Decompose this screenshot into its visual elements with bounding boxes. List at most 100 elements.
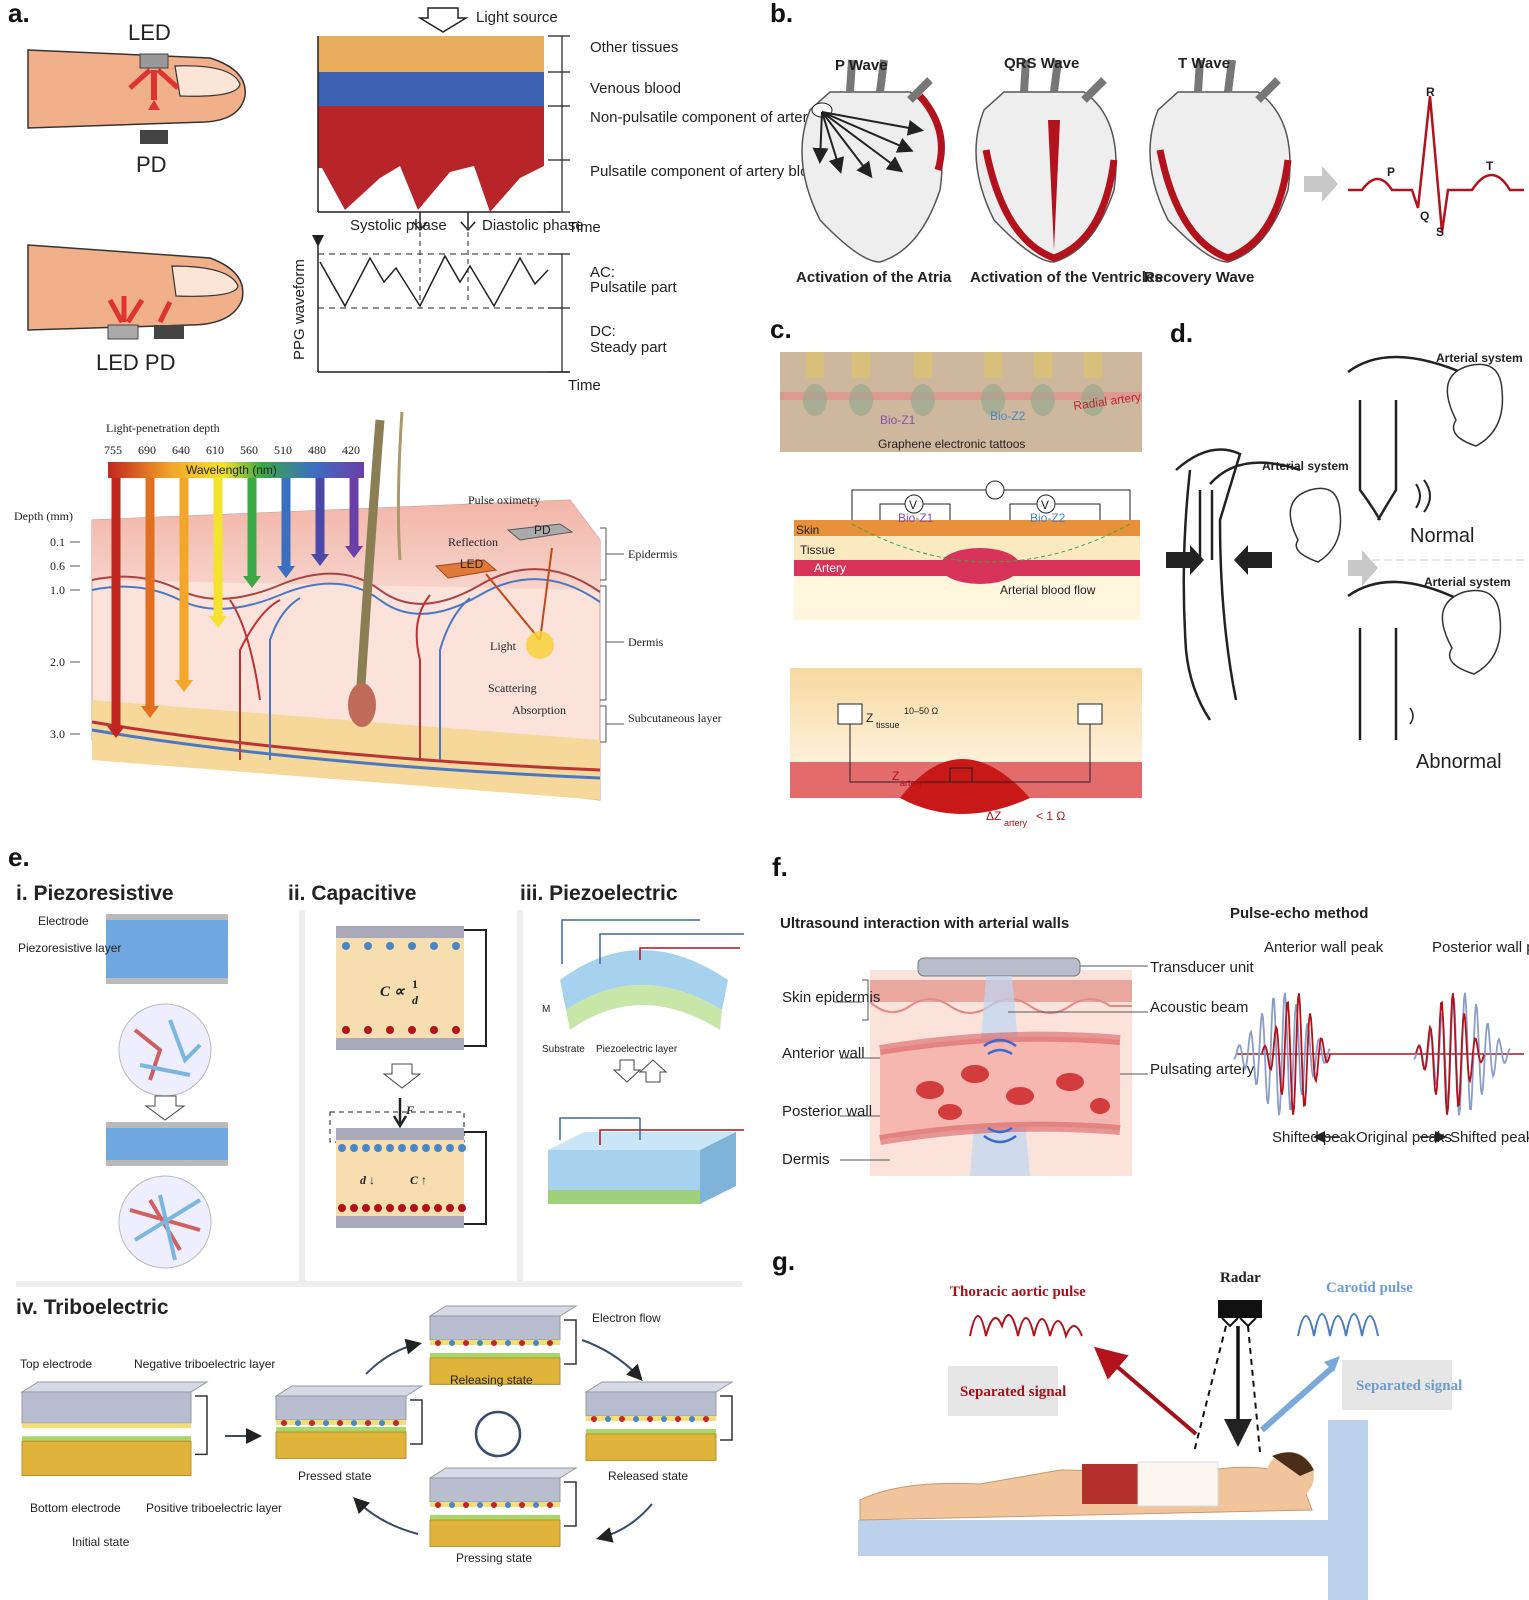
z-tissue-sub: tissue <box>876 720 900 730</box>
force-label: F <box>405 1103 414 1117</box>
c-d: d <box>412 993 419 1007</box>
shifted-left: Shifted peak <box>1272 1129 1356 1146</box>
tribo-stack-2 <box>428 1305 578 1385</box>
charge-minus-top <box>452 1026 460 1034</box>
charge-minus-bottom <box>422 1204 430 1212</box>
substrate-label: Substrate <box>542 1044 585 1055</box>
finger-top: LED PD <box>27 20 246 177</box>
z-artery-sub: artery <box>900 778 924 788</box>
panel-c: c. Bio-Z1 Bio-Z2 Radial artery Graphene … <box>770 314 1142 828</box>
charge-minus-top <box>430 1026 438 1034</box>
echo-burst <box>1415 993 1485 1115</box>
charge-plus-bottom <box>434 1144 442 1152</box>
panel-b-label: b. <box>770 0 793 28</box>
layer-pulsatile <box>318 160 544 212</box>
m-label: M <box>542 1004 550 1015</box>
dc-label: DC: <box>590 323 616 340</box>
flow-label: Arterial blood flow <box>1000 583 1096 597</box>
e-iii-title: iii. Piezoelectric <box>520 882 678 905</box>
panel-g: g. Thoracic aortic pulse Radar Carotid p… <box>772 1246 1462 1600</box>
charge-minus-bottom <box>458 1204 466 1212</box>
d-down: d ↓ <box>360 1173 375 1187</box>
c-skin <box>794 520 1140 536</box>
releasing-label: Releasing state <box>450 1373 533 1387</box>
wavelength-arrowhead-560 <box>243 576 261 588</box>
panel-d: d. Arterial system Arterial system Arter… <box>1166 318 1528 773</box>
ecg-p: P <box>1387 165 1395 179</box>
subcutaneous-label: Subcutaneous layer <box>628 711 722 725</box>
capacitive: C ∝ 1 d F d ↓ C ↑ <box>329 926 487 1228</box>
dz-sub: artery <box>1004 818 1028 828</box>
charge-minus-top <box>408 1026 416 1034</box>
pressed-label: Pressed state <box>298 1469 372 1483</box>
acoustic-label: Acoustic beam <box>1150 999 1248 1016</box>
tribo-stack-3 <box>584 1381 734 1461</box>
ecg-trace: R P T Q S <box>1348 85 1524 239</box>
layer-other-tissues <box>318 36 544 72</box>
layer-venous <box>318 72 544 106</box>
arterial-3: Arterial system <box>1424 575 1511 589</box>
c-tissue-label: Tissue <box>800 543 835 557</box>
abnormal-label: Abnormal <box>1416 751 1502 773</box>
tattoo-strip-1 <box>852 352 870 378</box>
tattoos-label: Graphene electronic tattoos <box>878 437 1025 451</box>
bio-z1-photo: Bio-Z1 <box>880 413 916 427</box>
tattoo-strip-0 <box>806 352 824 378</box>
charge-plus-top <box>364 942 372 950</box>
echo-waveform <box>1233 992 1524 1143</box>
bottom-electrode-label: Bottom electrode <box>30 1501 121 1515</box>
wavelength-arrowhead-420 <box>345 546 363 558</box>
shifted-right: Shifted peak <box>1450 1129 1529 1146</box>
charge-minus-bottom <box>338 1204 346 1212</box>
wave-title-0: P Wave <box>835 57 888 74</box>
c-formula: C ∝ <box>380 984 406 1000</box>
original-peaks: Original peaks <box>1356 1129 1452 1146</box>
radar-label: Radar <box>1220 1270 1261 1286</box>
layer-nonpulsatile <box>318 106 544 160</box>
transducer <box>917 957 1081 977</box>
depth-tick-0.1: 0.1 <box>50 535 65 549</box>
piezoelectric: Substrate Piezoelectric layer M <box>542 919 744 1204</box>
tattoo-pad-0 <box>803 384 827 416</box>
initial-label: Initial state <box>72 1535 130 1549</box>
panel-c-label: c. <box>770 314 792 344</box>
piezoresistive: Electrode Piezoresistive layer <box>18 914 228 1269</box>
posterior-label: Posterior wall <box>782 1103 872 1120</box>
depth-title: Light-penetration depth <box>106 421 220 435</box>
tattoo-pad-3 <box>981 384 1005 416</box>
time-label-top: Time <box>568 219 601 236</box>
pulse-echo-title: Pulse-echo method <box>1230 905 1368 922</box>
charge-minus-top <box>364 1026 372 1034</box>
charge-plus-bottom <box>350 1144 358 1152</box>
wavelength-690: 690 <box>138 443 156 457</box>
z-artery: Z <box>892 769 899 783</box>
tattoo-strips <box>803 352 1105 416</box>
ppg-axis-label: PPG waveform <box>291 259 308 360</box>
bio-z2: Bio-Z2 <box>1030 511 1066 525</box>
wavelength-560: 560 <box>240 443 258 457</box>
post-peak-label: Posterior wall peak <box>1432 939 1529 956</box>
wavelength-label: Wavelength (nm) <box>186 463 277 477</box>
tribo-stack-0 <box>20 1381 209 1477</box>
time-label-bottom: Time <box>568 377 601 394</box>
z-tissue: Z <box>866 711 873 725</box>
charge-plus-bottom <box>410 1144 418 1152</box>
transducer-label: Transducer unit <box>1150 959 1254 976</box>
tattoo-pad-4 <box>1031 384 1055 416</box>
panel-e-label: e. <box>8 842 30 872</box>
charge-minus-bottom <box>386 1204 394 1212</box>
e-ii-title: ii. Capacitive <box>288 882 416 905</box>
pd-box-label: PD <box>534 523 551 537</box>
tattoo-pad-1 <box>849 384 873 416</box>
wavelength-510: 510 <box>274 443 292 457</box>
wavelength-arrowhead-640 <box>175 680 193 692</box>
led-pd-label: LED PD <box>96 350 175 375</box>
dermis-label: Dermis <box>628 635 664 649</box>
dz-val: < 1 Ω <box>1036 809 1065 823</box>
